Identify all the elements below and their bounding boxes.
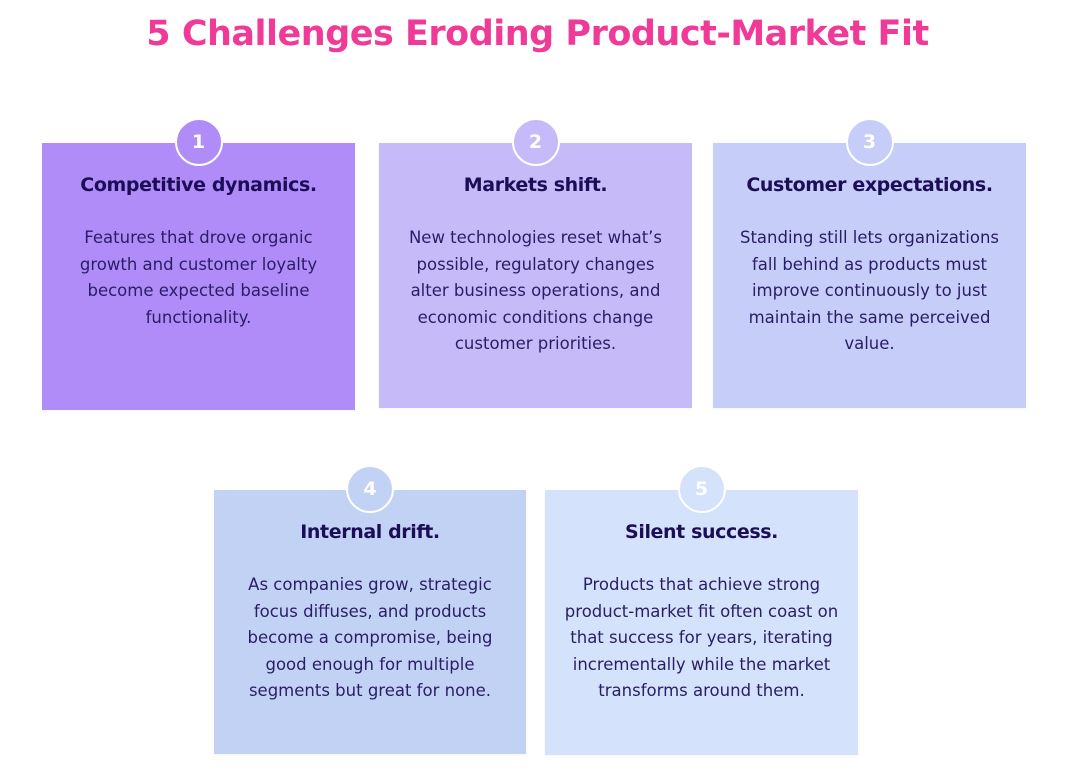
number-badge: 1 bbox=[174, 118, 223, 166]
card-title: Internal drift. bbox=[300, 521, 440, 543]
challenge-card-2: 2 Markets shift. New technologies reset … bbox=[379, 118, 692, 408]
card-body: Features that drove organic growth and c… bbox=[79, 228, 318, 327]
number-badge: 2 bbox=[511, 118, 560, 166]
number-badge: 3 bbox=[845, 118, 894, 166]
number-badge: 5 bbox=[677, 465, 726, 513]
challenge-card-4: 4 Internal drift. As companies grow, str… bbox=[214, 465, 526, 754]
card-title: Silent success. bbox=[625, 521, 778, 543]
card-title: Customer expectations. bbox=[746, 174, 993, 196]
card-title: Markets shift. bbox=[463, 174, 608, 196]
card-body: New technologies reset what’s possible, … bbox=[408, 228, 663, 354]
card-title: Competitive dynamics. bbox=[80, 174, 317, 196]
number-badge: 4 bbox=[346, 465, 394, 513]
page-title: 5 Challenges Eroding Product-Market Fit bbox=[146, 14, 929, 54]
challenge-card-5: 5 Silent success. Products that achieve … bbox=[545, 465, 858, 755]
card-body: Standing still lets organizations fall b… bbox=[739, 228, 1000, 354]
challenge-card-1: 1 Competitive dynamics. Features that dr… bbox=[42, 118, 355, 410]
card-body: Products that achieve strong product-mar… bbox=[564, 575, 839, 701]
card-body: As companies grow, strategic focus diffu… bbox=[247, 575, 493, 701]
challenge-card-3: 3 Customer expectations. Standing still … bbox=[713, 118, 1026, 408]
